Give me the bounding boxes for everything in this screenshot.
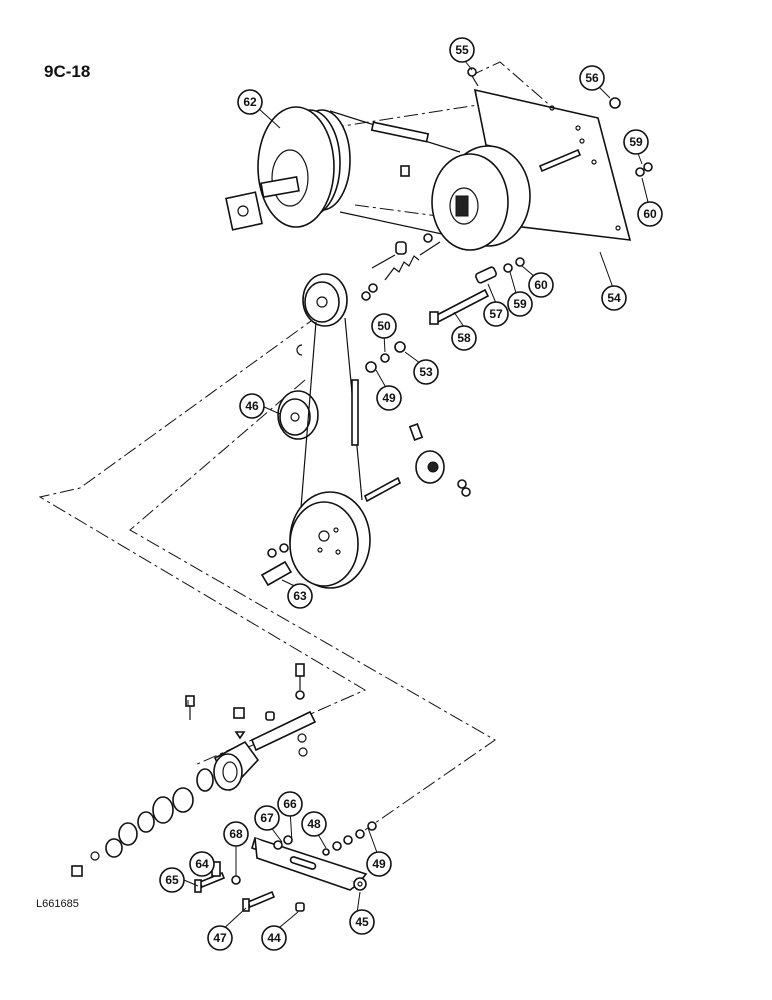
callout-number: 66	[283, 797, 297, 811]
callout-58: 58	[451, 325, 477, 351]
callout-56: 56	[579, 65, 605, 91]
callout-circle	[277, 791, 303, 817]
callout-number: 45	[355, 915, 369, 929]
callout-48: 48	[301, 811, 327, 837]
callout-number: 64	[195, 857, 209, 871]
callout-62: 62	[237, 89, 263, 115]
callout-number: 54	[607, 291, 621, 305]
callout-45: 45	[349, 909, 375, 935]
callout-number: 50	[377, 319, 391, 333]
callout-number: 44	[267, 931, 281, 945]
callout-54: 54	[601, 285, 627, 311]
callout-number: 59	[629, 135, 643, 149]
callout-circle	[528, 272, 554, 298]
callout-66: 66	[277, 791, 303, 817]
vertical-drive-belt	[299, 317, 363, 521]
callout-circle	[601, 285, 627, 311]
callout-59: 59	[623, 129, 649, 155]
drawing-code: L661685	[36, 898, 79, 910]
callout-number: 67	[260, 811, 274, 825]
page-number: 9C-18	[44, 62, 91, 81]
callout-65: 65	[159, 867, 185, 893]
callout-circle	[451, 325, 477, 351]
callout-circle	[237, 89, 263, 115]
callout-number: 48	[307, 817, 321, 831]
callout-63: 63	[287, 583, 313, 609]
callout-circle	[413, 359, 439, 385]
callout-circle	[483, 301, 509, 327]
idler-pulley-lower	[277, 390, 319, 440]
drive-shaft-stub	[260, 560, 293, 587]
callout-number: 49	[372, 857, 386, 871]
callout-46: 46	[239, 393, 265, 419]
drive-pulley	[267, 491, 371, 589]
lower-shaft-assembly	[185, 663, 317, 792]
callout-number: 60	[534, 278, 548, 292]
pivot-bracket	[251, 836, 368, 891]
callout-64: 64	[189, 851, 215, 877]
callout-circle	[287, 583, 313, 609]
callout-circle	[366, 851, 392, 877]
callout-number: 46	[245, 399, 259, 413]
callout-number: 58	[457, 331, 471, 345]
callout-60: 60	[528, 272, 554, 298]
callout-59: 59	[507, 291, 533, 317]
callout-circle	[223, 821, 249, 847]
bearing-stack	[71, 768, 214, 877]
callout-number: 59	[513, 297, 527, 311]
callout-circle	[371, 313, 397, 339]
variable-pulley	[400, 145, 531, 251]
drive-belt-upper	[329, 110, 471, 241]
callout-circle	[449, 37, 475, 63]
callout-53: 53	[413, 359, 439, 385]
callout-circle	[159, 867, 185, 893]
callout-circle	[507, 291, 533, 317]
bracket-hardware	[194, 821, 377, 912]
idler-hardware	[365, 341, 406, 373]
callout-circle	[579, 65, 605, 91]
callout-number: 68	[229, 827, 243, 841]
callout-circle	[261, 925, 287, 951]
callout-number: 62	[243, 95, 257, 109]
drive-hub	[363, 423, 471, 503]
callout-57: 57	[483, 301, 509, 327]
callout-50: 50	[371, 313, 397, 339]
callout-44: 44	[261, 925, 287, 951]
callout-number: 55	[455, 43, 469, 57]
callout-47: 47	[207, 925, 233, 951]
callout-number: 57	[489, 307, 503, 321]
idler-pulley-upper	[302, 273, 348, 327]
callout-number: 53	[419, 365, 433, 379]
callout-circle	[301, 811, 327, 837]
callout-49: 49	[376, 385, 402, 411]
callout-68: 68	[223, 821, 249, 847]
callout-number: 63	[293, 589, 307, 603]
callout-number: 49	[382, 391, 396, 405]
callout-circle	[239, 393, 265, 419]
callout-67: 67	[254, 805, 280, 831]
triple-groove-pulley	[225, 106, 351, 231]
callout-circle	[189, 851, 215, 877]
callout-circle	[623, 129, 649, 155]
idler-bolt-assembly	[429, 67, 653, 325]
callout-circle	[349, 909, 375, 935]
callout-60: 60	[637, 201, 663, 227]
callout-number: 47	[213, 931, 227, 945]
callout-number: 60	[643, 207, 657, 221]
callout-49: 49	[366, 851, 392, 877]
callout-number: 56	[585, 71, 599, 85]
callout-number: 65	[165, 873, 179, 887]
callout-group: 55 56 62 59 60 60 59 54 57 58 50 53 49 46 63 66 67 68 48 49…	[159, 37, 663, 951]
callout-55: 55	[449, 37, 475, 63]
retaining-clip	[296, 344, 303, 356]
callout-circle	[207, 925, 233, 951]
tension-spring-assembly	[361, 233, 441, 301]
callout-circle	[376, 385, 402, 411]
callout-circle	[637, 201, 663, 227]
callout-circle	[254, 805, 280, 831]
